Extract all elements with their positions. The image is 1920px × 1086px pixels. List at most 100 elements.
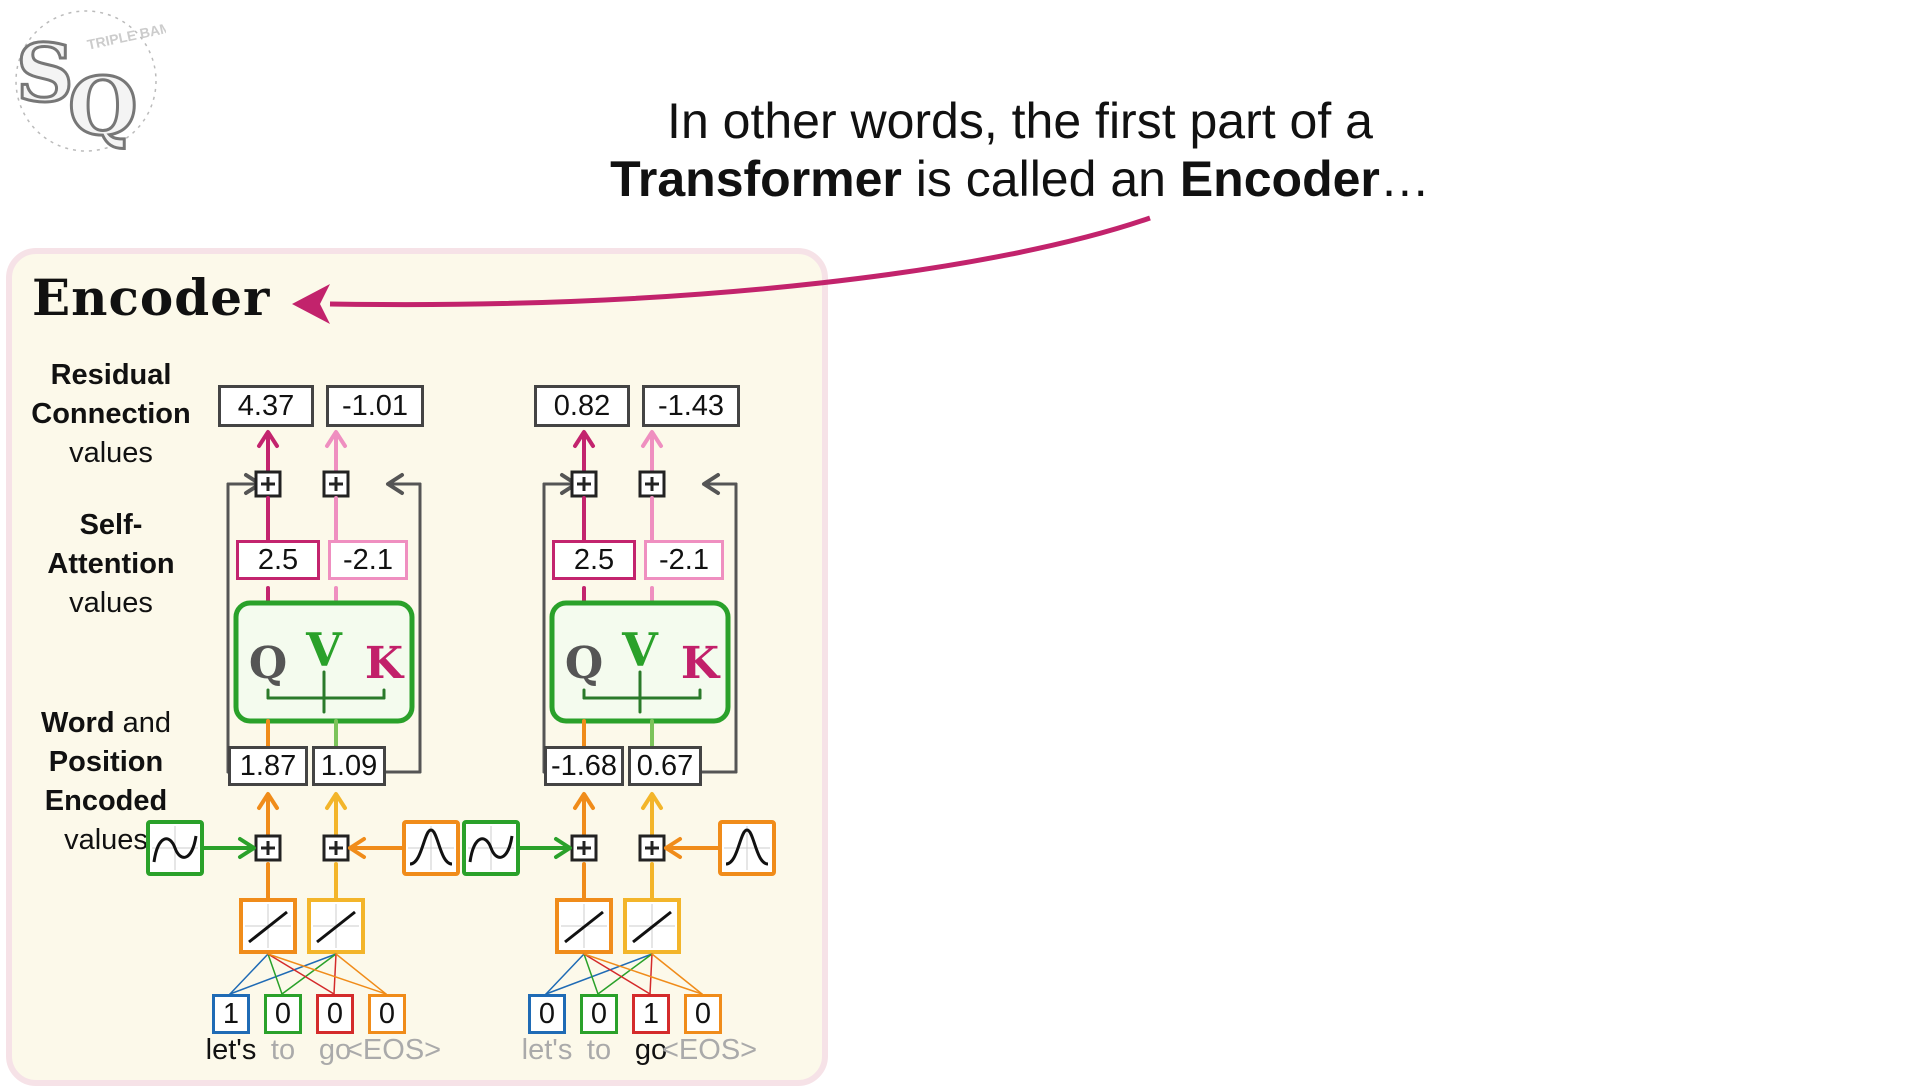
label-wp-and: and	[114, 707, 171, 739]
col0-embed-right-icon-line	[316, 910, 356, 944]
col1-fan-right-0	[545, 953, 653, 995]
svg-text:S: S	[16, 26, 74, 120]
caption-mid: is called an	[901, 151, 1180, 207]
col1-residual-1: -1.43	[642, 385, 740, 427]
col1-onehot-1: 0	[580, 994, 618, 1034]
col1-q-label: Q	[565, 638, 603, 689]
label-residual-1: Residual	[50, 359, 172, 391]
col1-res-out-right-arrow-icon	[641, 430, 663, 448]
col0-res-plus-left-icon	[254, 470, 282, 498]
col0-fan-right-3	[335, 953, 387, 995]
col1-attention-0: 2.5	[552, 540, 636, 580]
col1-attention-1: -2.1	[644, 540, 724, 580]
col0-fan-left-3	[267, 953, 387, 995]
col1-embed-left-icon	[555, 898, 613, 954]
col0-pe-up-left-arrow-icon	[257, 792, 279, 810]
col0-encoded-0: 1.87	[228, 746, 308, 786]
col0-token-3: <EOS>	[346, 1034, 442, 1066]
label-wp-1: Word and	[16, 704, 196, 743]
col1-encoded-0: -1.68	[544, 746, 624, 786]
col0-attention-block	[233, 600, 415, 724]
col1-onehot-0: 0	[528, 994, 566, 1034]
col0-k-label: K	[365, 638, 405, 689]
col1-res-right-arrow-icon	[702, 473, 720, 495]
col0-token-1: to	[270, 1034, 296, 1066]
col0-res-right-arrow-icon	[386, 473, 404, 495]
col1-residual-0: 0.82	[534, 385, 630, 427]
col0-token-0: let's	[205, 1034, 257, 1066]
col0-onehot-1: 0	[264, 994, 302, 1034]
label-sa-2: Attention	[47, 548, 175, 580]
col1-embed-left-icon-line	[564, 910, 604, 944]
col1-v-label: V	[621, 623, 659, 677]
col1-res-out-left-arrow-icon	[573, 430, 595, 448]
caption-bold-transformer: Transformer	[610, 151, 902, 207]
col0-residual-1: -1.01	[326, 385, 424, 427]
col1-res-plus-left-icon	[570, 470, 598, 498]
col0-onehot-2: 0	[316, 994, 354, 1034]
col0-attention-1: -2.1	[328, 540, 408, 580]
statquest-logo-icon: S Q TRIPLE BAM!!	[15, 10, 166, 155]
label-sa-3: values	[69, 587, 153, 619]
encoder-title: Encoder	[32, 268, 271, 327]
col1-embed-right-icon-line	[632, 910, 672, 944]
col0-bump-arrow-icon	[348, 837, 366, 859]
col0-onehot-3: 0	[368, 994, 406, 1034]
col0-onehot-0: 1	[212, 994, 250, 1034]
col0-fan-left-0	[229, 953, 269, 995]
col1-token-2: go	[634, 1034, 668, 1066]
label-wp-3: Encoded	[44, 785, 168, 817]
col1-onehot-2: 1	[632, 994, 670, 1034]
col1-fan-left-3	[583, 953, 703, 995]
col1-pe-up-right-arrow-icon	[641, 792, 663, 810]
col1-bump-arrow-icon	[664, 837, 682, 859]
label-wp-2: Position	[48, 746, 164, 778]
col1-token-3: <EOS>	[662, 1034, 758, 1066]
col1-fan-left-2	[583, 953, 651, 995]
col1-k-label: K	[681, 638, 721, 689]
col0-sine-arrow-icon	[238, 837, 256, 859]
col0-token-2: go	[318, 1034, 352, 1066]
label-residual-2: Connection	[31, 398, 191, 430]
col0-bump-wave-icon-curve	[409, 828, 453, 866]
label-wp-word: Word	[40, 707, 115, 739]
col0-pe-plus-right-icon	[322, 834, 350, 862]
col1-bump-wave-icon	[718, 820, 776, 876]
label-sa-1: Self-	[79, 509, 143, 541]
col1-fan-left-0	[545, 953, 585, 995]
col0-fan-left-2	[267, 953, 335, 995]
col0-res-out-left-arrow-icon	[257, 430, 279, 448]
col1-token-0: let's	[521, 1034, 573, 1066]
col1-pe-up-left-arrow-icon	[573, 792, 595, 810]
col1-fan-right-3	[651, 953, 703, 995]
col0-sine-wave-icon-curve	[152, 835, 198, 863]
col1-fan-right-2	[649, 953, 653, 995]
col0-attention-0: 2.5	[236, 540, 320, 580]
caption-ellipsis: …	[1379, 151, 1430, 207]
label-self-attention: Self- Attention values	[16, 506, 206, 623]
col1-attention-block	[549, 600, 731, 724]
label-residual-3: values	[69, 437, 153, 469]
col1-embed-right-icon	[623, 898, 681, 954]
col0-fan-right-2	[333, 953, 337, 995]
col1-fan-right-1	[597, 953, 653, 995]
col1-sine-wave-icon-curve	[468, 835, 514, 863]
col1-sine-wave-icon	[462, 820, 520, 876]
col0-embed-left-icon	[239, 898, 297, 954]
col0-q-label: Q	[249, 638, 287, 689]
caption-bold-encoder: Encoder	[1179, 151, 1380, 207]
caption-line-2: Transformer is called an Encoder…	[500, 150, 1540, 208]
label-word-position: Word and Position Encoded values	[16, 704, 196, 860]
col0-fan-left-1	[267, 953, 283, 995]
col0-v-label: V	[305, 623, 343, 677]
col1-fan-left-1	[583, 953, 599, 995]
col1-token-1: to	[586, 1034, 612, 1066]
label-residual: Residual Connection values	[16, 356, 206, 473]
svg-text:Q: Q	[68, 59, 138, 153]
col0-encoded-1: 1.09	[312, 746, 386, 786]
col0-embed-left-icon-line	[248, 910, 288, 944]
